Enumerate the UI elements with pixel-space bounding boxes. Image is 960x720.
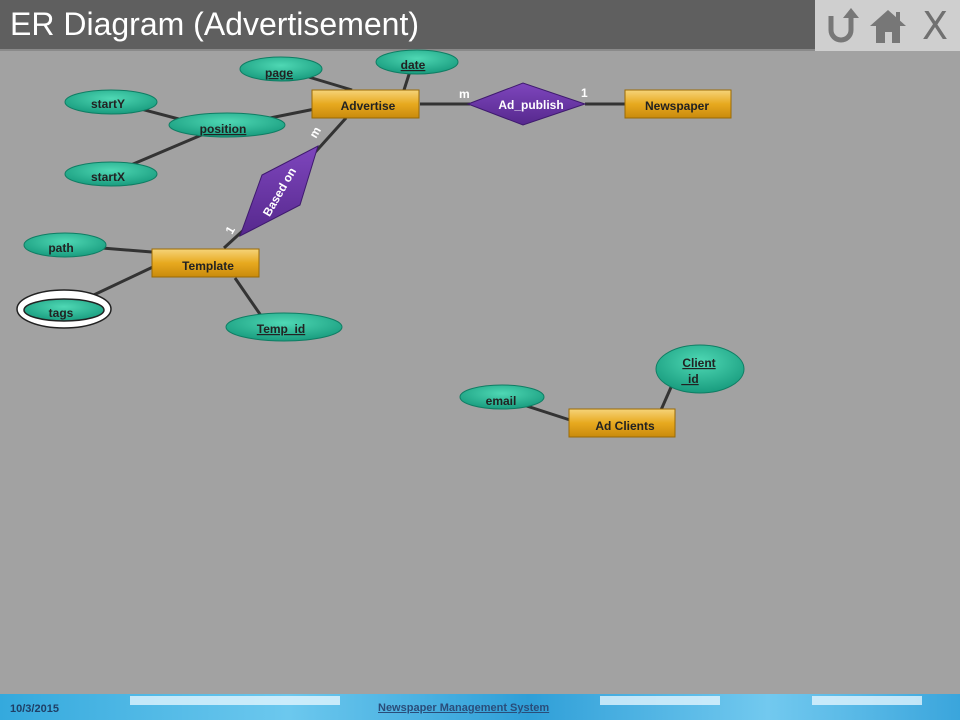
attribute-path[interactable]: path <box>23 232 107 258</box>
attribute-client-id-label-line2: _id <box>680 372 698 386</box>
footer-decoration <box>812 696 922 705</box>
footer-decoration <box>600 696 720 705</box>
footer-title: Newspaper Management System <box>378 702 550 714</box>
home-icon[interactable] <box>866 4 910 48</box>
attribute-date[interactable]: date <box>375 49 459 75</box>
attribute-position[interactable]: position <box>168 112 286 138</box>
relationship-ad-publish-label: Ad_publish <box>498 98 563 112</box>
attribute-temp-id-label: Temp_id <box>257 322 305 336</box>
attribute-startx-label: startX <box>91 170 125 184</box>
attribute-client-id[interactable]: Client _id <box>655 344 745 394</box>
entity-advertise-label: Advertise <box>341 99 396 113</box>
attribute-position-label: position <box>200 122 247 136</box>
attribute-starty-label: startY <box>91 97 125 111</box>
attribute-startx[interactable]: startX <box>64 161 158 187</box>
entity-advertise[interactable]: Advertise <box>311 89 420 119</box>
footer-decoration <box>130 696 340 705</box>
attribute-starty[interactable]: startY <box>64 89 158 115</box>
attribute-page[interactable]: page <box>239 56 323 82</box>
entity-template[interactable]: Template <box>151 248 260 278</box>
nav-toolbar: X <box>815 0 960 51</box>
attribute-email[interactable]: email <box>459 384 545 410</box>
footer-bar: 10/3/2015 Newspaper Management System <box>0 694 960 720</box>
attribute-tags-label: tags <box>49 306 74 320</box>
close-button[interactable]: X <box>921 4 949 48</box>
undo-arrow-icon[interactable] <box>819 4 863 48</box>
attribute-email-label: email <box>486 394 517 408</box>
title-bar: ER Diagram (Advertisement) <box>0 0 815 51</box>
entity-template-label: Template <box>182 259 234 273</box>
footer-date: 10/3/2015 <box>10 703 59 715</box>
attribute-path-label: path <box>48 241 73 255</box>
attribute-date-label: date <box>401 58 426 72</box>
er-diagram: Advertise Newspaper Template Ad Clients … <box>16 49 745 438</box>
attribute-tags-multivalued[interactable]: tags <box>16 289 112 329</box>
attribute-client-id-label-line1: Client <box>682 356 715 370</box>
cardinality-based-on-template: 1 <box>222 223 238 236</box>
entity-newspaper-label: Newspaper <box>645 99 709 113</box>
entity-ad-clients-label: Ad Clients <box>595 419 655 433</box>
cardinality-ad-publish-newspaper: 1 <box>581 86 588 100</box>
attribute-page-label: page <box>265 66 293 80</box>
relationship-based-on[interactable]: Based on <box>239 145 319 238</box>
cardinality-ad-publish-advertise: m <box>459 87 470 101</box>
page-title: ER Diagram (Advertisement) <box>10 6 419 42</box>
attribute-temp-id[interactable]: Temp_id <box>225 312 343 342</box>
entity-ad-clients[interactable]: Ad Clients <box>568 408 676 438</box>
entity-newspaper[interactable]: Newspaper <box>624 89 732 119</box>
relationship-ad-publish[interactable]: Ad_publish <box>466 82 587 126</box>
cardinality-based-on-advertise: m <box>306 124 323 140</box>
